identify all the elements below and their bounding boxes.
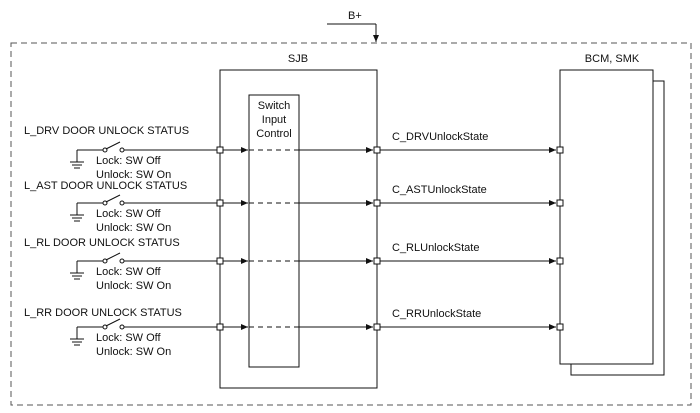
lock-state-text: Lock: SW Off	[96, 332, 162, 344]
sjb-input-pin	[216, 257, 224, 265]
sjb-output-pin	[373, 323, 381, 331]
switch-contact	[119, 147, 125, 153]
switch-blade	[105, 252, 121, 261]
switch-contact	[119, 200, 125, 206]
signal-label: C_RRUnlockState	[392, 308, 481, 320]
unlock-state-text: Unlock: SW On	[96, 222, 171, 234]
signal-label: C_RLUnlockState	[392, 242, 479, 254]
input-label: L_RL DOOR UNLOCK STATUS	[24, 237, 180, 249]
switch-blade	[105, 141, 121, 150]
switch-contact	[119, 258, 125, 264]
unlock-state-text: Unlock: SW On	[96, 346, 171, 358]
control-label-line-3: Control	[256, 128, 291, 140]
control-label-line-1: Switch	[258, 100, 290, 112]
switch-contact	[119, 324, 125, 330]
input-label: L_AST DOOR UNLOCK STATUS	[24, 180, 187, 192]
supply-label: B+	[348, 10, 362, 22]
receiver-input-pin	[556, 146, 564, 154]
control-label-line-2: Input	[262, 114, 286, 126]
sjb-output-pin	[373, 257, 381, 265]
receiver-input-pin	[556, 323, 564, 331]
switch-blade	[105, 194, 121, 203]
signal-label: C_DRVUnlockState	[392, 131, 488, 143]
system-boundary	[10, 42, 692, 406]
sjb-output-pin	[373, 146, 381, 154]
signal-label: C_ASTUnlockState	[392, 184, 487, 196]
lock-state-text: Lock: SW Off	[96, 208, 162, 220]
sjb-input-pin	[216, 199, 224, 207]
lock-state-text: Lock: SW Off	[96, 266, 162, 278]
sjb-input-pin	[216, 146, 224, 154]
unlock-state-text: Unlock: SW On	[96, 280, 171, 292]
input-label: L_DRV DOOR UNLOCK STATUS	[24, 125, 189, 137]
receiver-input-pin	[556, 257, 564, 265]
switch-input-control-box	[248, 94, 300, 368]
sjb-output-pin	[373, 199, 381, 207]
switch-blade	[105, 318, 121, 327]
lock-state-text: Lock: SW Off	[96, 155, 162, 167]
unlock-state-text: Unlock: SW On	[96, 169, 171, 181]
receiver-box-front	[559, 69, 654, 365]
sjb-title: SJB	[288, 53, 308, 65]
receiver-title: BCM, SMK	[585, 53, 640, 65]
input-label: L_RR DOOR UNLOCK STATUS	[24, 307, 182, 319]
receiver-input-pin	[556, 199, 564, 207]
sjb-input-pin	[216, 323, 224, 331]
